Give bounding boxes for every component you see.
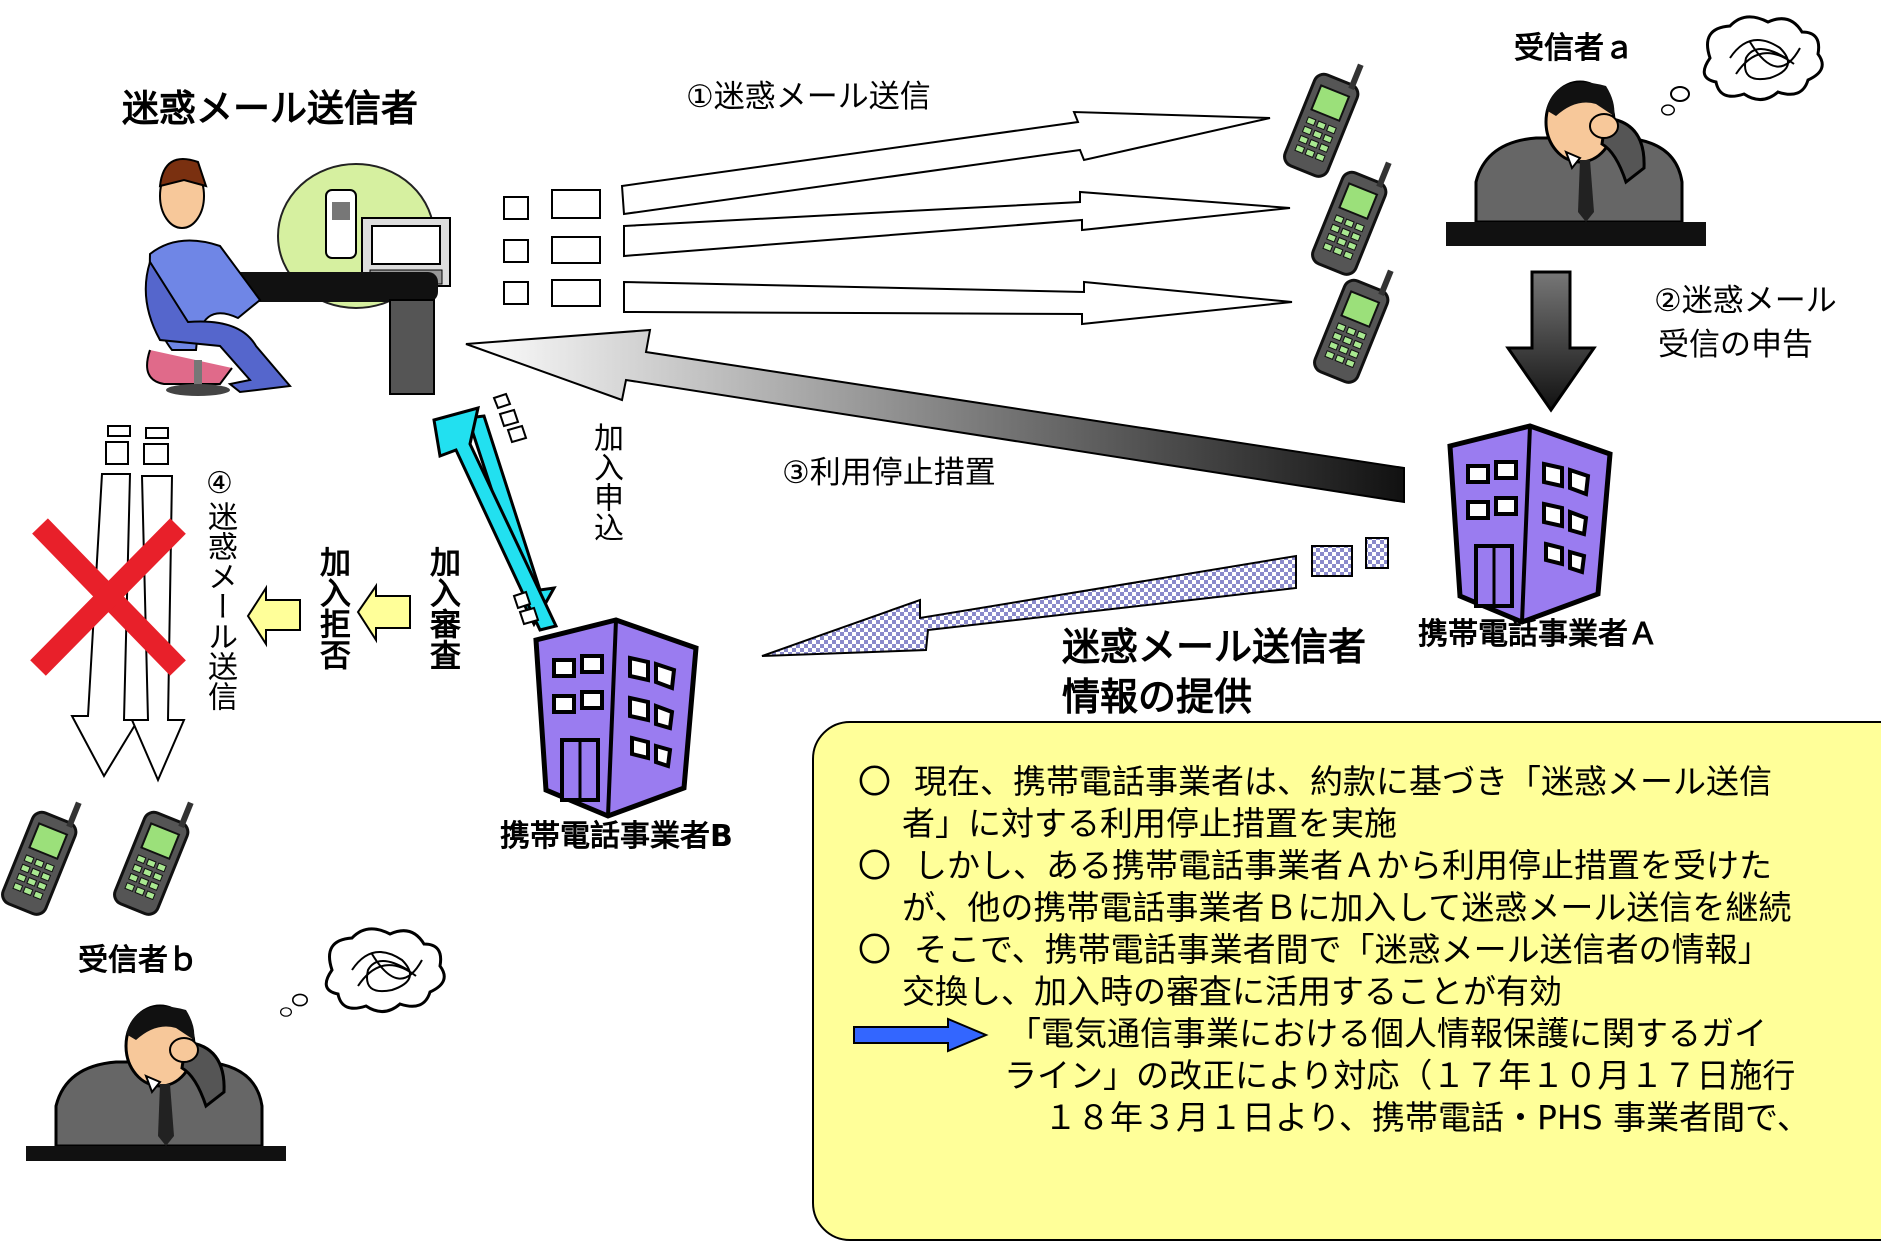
building-icon (536, 620, 696, 816)
thought-bubble-icon (1660, 15, 1824, 116)
blue-arrow-icon (853, 1017, 989, 1053)
summary-note: 〇現在、携帯電話事業者は、約款に基づき「迷惑メール送信 者」に対する利用停止措置… (812, 721, 1881, 1241)
report-arrow (1505, 270, 1597, 413)
carrier-b-label: 携帯電話事業者B (500, 819, 733, 854)
join-reject-label: 加入拒否 (314, 546, 350, 670)
info-provision-label-line1: 迷惑メール送信者 (1062, 625, 1367, 669)
note-item-1-line-2: 者」に対する利用停止措置を実施 (902, 804, 1397, 843)
note-item-2-line-1: 〇しかし、ある携帯電話事業者Ａから利用停止措置を受けた (858, 846, 1772, 885)
join-apply-label: 加入申込 (588, 422, 623, 542)
note-item-1-line-1: 〇現在、携帯電話事業者は、約款に基づき「迷惑メール送信 (858, 762, 1772, 801)
building-icon (1450, 426, 1610, 622)
step2-label-line2: 受信の申告 (1658, 327, 1813, 363)
usage-stop-arrow (465, 328, 1405, 504)
step2-label-line1: ②迷惑メール (1654, 283, 1837, 319)
step4-label: ④迷惑メール送信 (202, 466, 237, 711)
person-at-computer-icon (144, 158, 451, 396)
diagram-canvas (0, 15, 1824, 1161)
note-item-2-line-2: が、他の携帯電話事業者Ｂに加入して迷惑メール送信を継続 (902, 888, 1792, 927)
receiver-b-label: 受信者ｂ (78, 943, 198, 978)
info-provision-arrow (761, 537, 1389, 657)
note-item-3-line-1: 〇そこで、携帯電話事業者間で「迷惑メール送信者の情報」 (858, 930, 1771, 969)
sender-title: 迷惑メール送信者 (122, 87, 418, 130)
note-conclusion-line-1: 「電気通信事業における個人情報保護に関するガイ (853, 1013, 1881, 1055)
info-provision-label-line2: 情報の提供 (1062, 675, 1253, 719)
mobile-phone-icon (0, 787, 201, 919)
step3-label: ③利用停止措置 (782, 455, 996, 491)
join-arrows (432, 392, 559, 632)
carrier-a-label: 携帯電話事業者Ａ (1418, 617, 1658, 652)
red-cross-icon (30, 518, 186, 676)
step1-label: ①迷惑メール送信 (686, 79, 931, 115)
note-conclusion-line-2: ライン」の改正により対応（１７年１０月１７日施行 (1004, 1056, 1796, 1095)
spam-send-arrows (503, 110, 1293, 326)
note-item-3-line-2: 交換し、加入時の審査に活用することが有効 (902, 972, 1562, 1011)
mobile-phone-icon (1280, 49, 1401, 387)
join-review-label: 加入審査 (424, 546, 460, 670)
note-conclusion-line-3: １８年３月１日より、携帯電話・PHS 事業者間で、 (1044, 1098, 1810, 1137)
thought-bubble-icon (280, 927, 446, 1017)
reject-arrows (246, 582, 411, 648)
receiver-a-label: 受信者ａ (1514, 31, 1634, 66)
worried-person-icon (24, 1004, 288, 1161)
